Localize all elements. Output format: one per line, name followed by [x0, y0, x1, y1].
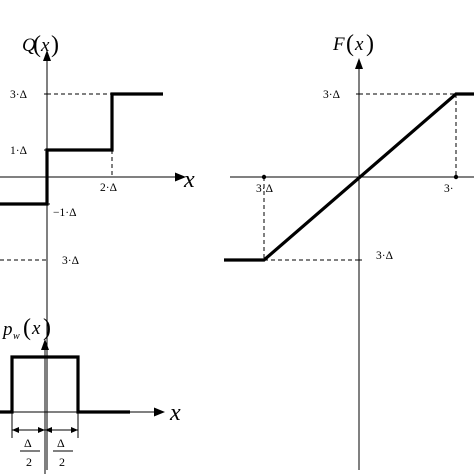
pw-y-axis-arrow [41, 339, 49, 350]
q-y-axis-arrow [43, 50, 51, 61]
f-label-x-pos: 3· [444, 183, 454, 195]
pw-rect-pulse [0, 355, 130, 414]
q-label-y-top: 3·Δ [10, 89, 27, 101]
pw-dim-arrow-right-start [45, 427, 52, 433]
f-label-y-top: 3·Δ [323, 89, 340, 101]
pw-dim-arrow-right-end [71, 427, 78, 433]
f-title-fn: F [332, 34, 345, 55]
pw-x-axis-arrow [154, 407, 165, 417]
q-label-y-one: 1·Δ [10, 145, 27, 157]
q-label-x-two: 2·Δ [100, 182, 117, 194]
f-point-left [261, 174, 267, 180]
pw-title-sub: w [13, 331, 20, 342]
pw-title-arg: x [31, 318, 41, 339]
q-x-axis-arrow [175, 172, 186, 182]
pw-label-right-num: Δ [57, 436, 65, 450]
pw-title-paren-open: ( [23, 315, 31, 341]
f-title-paren-open: ( [346, 31, 354, 57]
pw-label-right-den: 2 [59, 455, 65, 469]
pw-title-fn: p [1, 319, 13, 340]
f-title-arg: x [354, 34, 364, 55]
pw-dim-arrow-left-end [38, 427, 45, 433]
q-title-paren-close: ) [51, 32, 59, 58]
q-panel: Q ( x ) x 3·Δ 1·Δ −1·Δ 3·Δ 2·Δ [0, 32, 195, 470]
q-label-y-bottom: 3·Δ [62, 255, 79, 267]
f-title-paren-close: ) [366, 31, 374, 57]
q-x-axis-label: x [183, 167, 195, 193]
q-title-fn: Q [22, 35, 36, 56]
pw-x-axis-label: x [169, 400, 181, 426]
pw-panel: Δ 2 Δ 2 p w ( x ) x [0, 315, 181, 474]
f-y-axis-arrow [355, 58, 363, 69]
f-point-right [453, 174, 459, 180]
q-title-arg: x [40, 35, 50, 56]
f-label-y-bottom: 3·Δ [376, 250, 393, 262]
pw-label-left-num: Δ [24, 436, 32, 450]
f-label-x-neg: 3·Δ [256, 183, 273, 195]
pw-title-paren-close: ) [43, 315, 51, 341]
q-title-paren-open: ( [33, 32, 41, 58]
q-label-y-minus-one: −1·Δ [53, 207, 76, 219]
f-saturation-curve [224, 92, 474, 262]
q-step-curve [0, 92, 163, 206]
f-panel: F ( x ) 3·Δ 3·Δ 3· 3·Δ [224, 31, 474, 470]
pw-label-left-den: 2 [26, 455, 32, 469]
pw-dim-arrow-left-start [12, 427, 19, 433]
